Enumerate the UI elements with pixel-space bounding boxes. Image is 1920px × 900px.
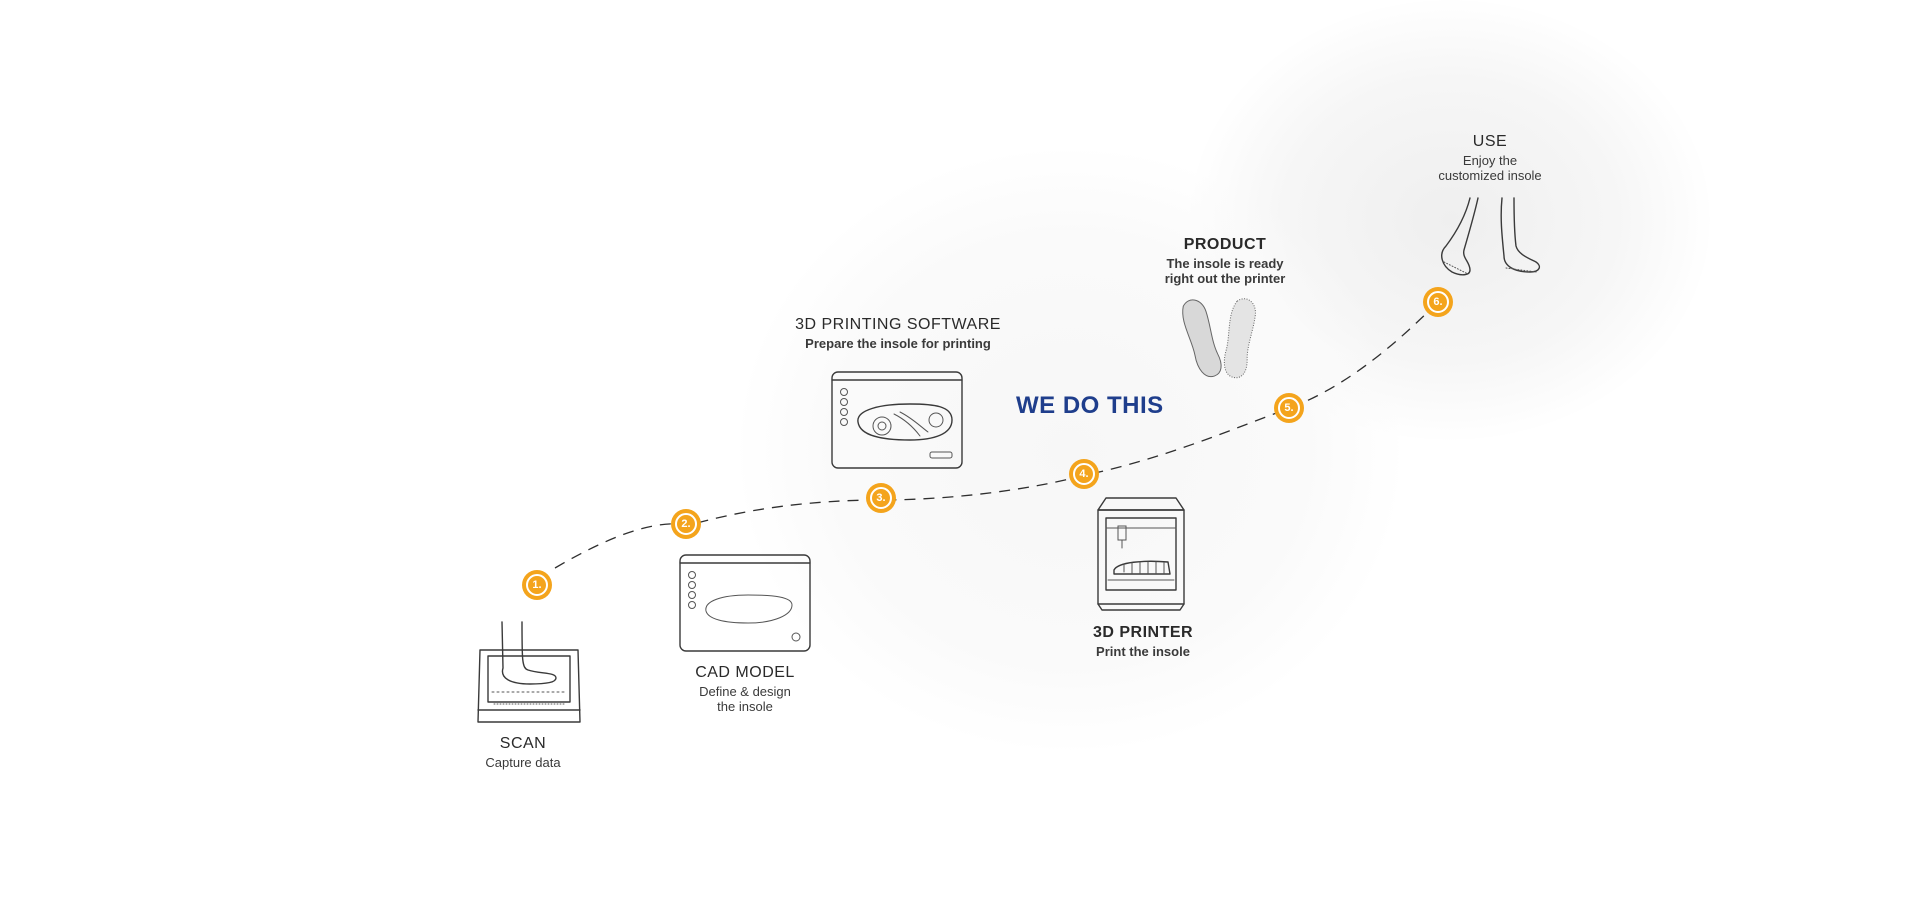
step-use-sub-line-1: Enjoy the — [1462, 153, 1518, 168]
step-6-badge: 6. — [1423, 287, 1453, 317]
we-do-this-heading: WE DO THIS — [1016, 392, 1164, 419]
step-1-badge-number: 1. — [526, 574, 548, 596]
step-2-badge: 2. — [671, 509, 701, 539]
step-scan-title: SCAN — [499, 735, 547, 752]
slicer-screen-icon — [831, 371, 963, 469]
step-cad-label: CAD MODEL Define & design the insole — [695, 664, 795, 714]
step-product-label: PRODUCT The insole is ready right out th… — [1165, 236, 1286, 286]
3d-printer-icon — [1097, 497, 1185, 611]
foot-scanner-icon — [477, 621, 581, 723]
step-product-sub-line-1: The insole is ready — [1166, 256, 1284, 271]
step-4-badge: 4. — [1069, 459, 1099, 489]
background-blob-center — [740, 150, 1400, 750]
step-5-badge: 5. — [1274, 393, 1304, 423]
step-2-badge-number: 2. — [675, 513, 697, 535]
step-5-badge-number: 5. — [1278, 397, 1300, 419]
step-3-badge-number: 3. — [870, 487, 892, 509]
step-scan-sub-line: Capture data — [485, 755, 561, 770]
step-use-label: USE Enjoy the customized insole — [1438, 133, 1541, 183]
step-printer-title: 3D PRINTER — [1092, 624, 1194, 641]
step-use-sub-line-2: customized insole — [1438, 168, 1542, 183]
step-scan-label: SCAN Capture data — [485, 735, 560, 770]
step-cad-sub-line-2: the insole — [717, 699, 773, 714]
step-product-sub-line-2: right out the printer — [1164, 271, 1286, 286]
step-product-title: PRODUCT — [1183, 236, 1267, 253]
step-3-badge: 3. — [866, 483, 896, 513]
feet-walking-icon — [1441, 197, 1541, 276]
step-cad-sub-line-1: Define & design — [699, 684, 791, 699]
step-software-title: 3D PRINTING SOFTWARE — [795, 316, 1001, 333]
step-use-title: USE — [1472, 133, 1508, 150]
step-1-badge: 1. — [522, 570, 552, 600]
step-4-badge-number: 4. — [1073, 463, 1095, 485]
step-printer-sub-line: Print the insole — [1096, 644, 1190, 659]
step-printer-label: 3D PRINTER Print the insole — [1093, 624, 1193, 659]
insoles-icon — [1182, 298, 1256, 379]
step-cad-title: CAD MODEL — [695, 664, 795, 681]
cad-screen-icon — [679, 554, 811, 652]
step-software-label: 3D PRINTING SOFTWARE Prepare the insole … — [795, 316, 1001, 351]
step-software-sub-line: Prepare the insole for printing — [805, 336, 991, 351]
step-6-badge-number: 6. — [1427, 291, 1449, 313]
